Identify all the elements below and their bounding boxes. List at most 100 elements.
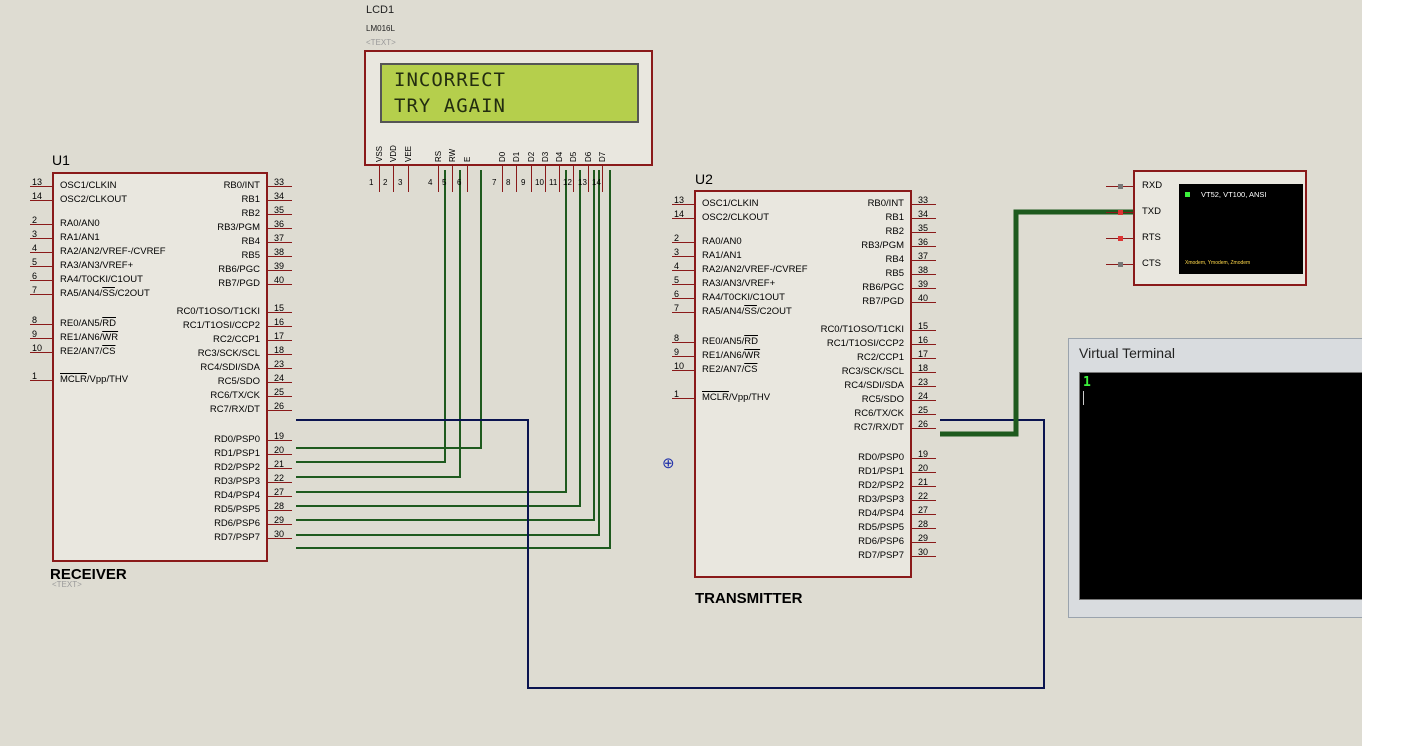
pin-number: 6 xyxy=(674,289,680,299)
pin-lead xyxy=(912,302,936,303)
pin-number: 8 xyxy=(32,315,38,325)
pin-number: 23 xyxy=(274,359,285,369)
lcd-pin-number: 2 xyxy=(383,178,388,187)
pin-number: 39 xyxy=(274,261,285,271)
pin-lead xyxy=(268,200,292,201)
pin-number: 5 xyxy=(32,257,38,267)
lcd-pin-number: 9 xyxy=(521,178,526,187)
pin-label: MCLR/Vpp/THV xyxy=(60,374,129,385)
pin-lead xyxy=(30,380,52,381)
lcd-pin-number: 5 xyxy=(442,178,447,187)
wire-rw xyxy=(296,170,461,478)
pin-number: 24 xyxy=(918,391,929,401)
pin-number: 29 xyxy=(918,533,929,543)
pin-label: RB1 xyxy=(241,194,260,205)
pin-label: RC4/SDI/SDA xyxy=(200,362,260,373)
transmitter-chip[interactable] xyxy=(694,190,912,578)
pin-label: RC6/TX/CK xyxy=(210,390,260,401)
lcd-model: LM016L xyxy=(366,24,395,33)
pin-label: RB4 xyxy=(241,236,260,247)
pin-lead xyxy=(30,252,52,253)
pin-lead xyxy=(268,326,292,327)
pin-number: 24 xyxy=(274,373,285,383)
vt-pin-marker xyxy=(1118,262,1123,267)
vt-pin-marker xyxy=(1118,236,1123,241)
transmitter-ref: U2 xyxy=(695,171,713,187)
pin-lead xyxy=(912,232,936,233)
lcd-pin-name: D0 xyxy=(498,151,507,162)
vt-device-pin-label: TXD xyxy=(1142,206,1161,217)
pin-number: 40 xyxy=(918,293,929,303)
pin-lead xyxy=(912,514,936,515)
wire-txd xyxy=(940,209,1134,437)
wire-e xyxy=(296,170,482,449)
lcd-pin-name: VEE xyxy=(404,145,413,162)
pin-lead xyxy=(268,312,292,313)
pin-label: RE2/AN7/CS xyxy=(60,346,116,357)
lcd-pin-name: D6 xyxy=(584,151,593,162)
virtual-terminal-window[interactable]: Virtual Terminal 1 xyxy=(1068,338,1362,618)
pin-number: 21 xyxy=(274,459,285,469)
pin-label: RB5 xyxy=(885,268,904,279)
pin-number: 18 xyxy=(274,345,285,355)
lcd-to-receiver-wires xyxy=(296,170,611,549)
pin-label: RA2/AN2/VREF-/CVREF xyxy=(702,264,808,275)
vt-device-pin-label: RXD xyxy=(1142,180,1163,191)
pin-lead xyxy=(268,482,292,483)
schematic-canvas[interactable]: LCD1 LM016L <TEXT> INCORRECT TRY AGAIN V… xyxy=(0,0,1362,746)
pin-label: RD3/PSP3 xyxy=(214,476,260,487)
wire-d6 xyxy=(296,170,595,521)
pin-number: 26 xyxy=(918,419,929,429)
pin-lead xyxy=(30,186,52,187)
pin-label: RC2/CCP1 xyxy=(213,334,260,345)
pin-label: RA5/AN4/SS/C2OUT xyxy=(702,306,792,317)
pin-lead xyxy=(268,382,292,383)
receiver-chip[interactable] xyxy=(52,172,268,562)
pin-label: RD1/PSP1 xyxy=(214,448,260,459)
lcd-pin-number: 3 xyxy=(398,178,403,187)
pin-lead xyxy=(268,468,292,469)
pin-number: 16 xyxy=(274,317,285,327)
vt-terminal-output[interactable]: 1 xyxy=(1079,372,1362,600)
pin-lead xyxy=(268,228,292,229)
lcd-pin-number: 11 xyxy=(549,178,558,187)
lcd-screen: INCORRECT TRY AGAIN xyxy=(380,63,639,123)
pin-label: RD4/PSP4 xyxy=(214,490,260,501)
pin-number: 7 xyxy=(674,303,680,313)
pin-label: RB3/PGM xyxy=(217,222,260,233)
lcd-pin-lead xyxy=(502,166,503,192)
pin-lead xyxy=(268,396,292,397)
pin-number: 5 xyxy=(674,275,680,285)
lcd-pin-lead xyxy=(545,166,546,192)
pin-lead xyxy=(30,266,52,267)
pin-lead xyxy=(672,270,694,271)
lcd-pin-number: 8 xyxy=(506,178,511,187)
lcd-pin-number: 10 xyxy=(535,178,544,187)
pin-lead xyxy=(912,428,936,429)
virtual-terminal-device[interactable]: VT52, VT100, ANSI Xmodem, Ymodem, Zmodem xyxy=(1133,170,1307,286)
lcd-line-2: TRY AGAIN xyxy=(394,95,506,117)
lcd-pin-lead xyxy=(393,166,394,192)
lcd-pin-number: 1 xyxy=(369,178,374,187)
pin-label: RD5/PSP5 xyxy=(858,522,904,533)
pin-label: RC1/T1OSI/CCP2 xyxy=(826,338,904,349)
pin-number: 19 xyxy=(274,431,285,441)
lcd-pin-lead xyxy=(573,166,574,192)
pin-label: RB2 xyxy=(241,208,260,219)
pin-number: 34 xyxy=(274,191,285,201)
pin-number: 1 xyxy=(32,371,38,381)
lcd-pin-name: D2 xyxy=(527,151,536,162)
pin-label: OSC1/CLKIN xyxy=(60,180,117,191)
receiver-label: RECEIVER xyxy=(50,566,127,583)
pin-label: RD7/PSP7 xyxy=(214,532,260,543)
pin-lead xyxy=(912,556,936,557)
pin-lead xyxy=(912,400,936,401)
vt-device-screen: VT52, VT100, ANSI Xmodem, Ymodem, Zmodem xyxy=(1179,184,1303,274)
pin-lead xyxy=(912,500,936,501)
lcd-pin-name: D3 xyxy=(541,151,550,162)
pin-label: RD2/PSP2 xyxy=(858,480,904,491)
pin-number: 26 xyxy=(274,401,285,411)
pin-lead xyxy=(268,340,292,341)
pin-number: 2 xyxy=(674,233,680,243)
